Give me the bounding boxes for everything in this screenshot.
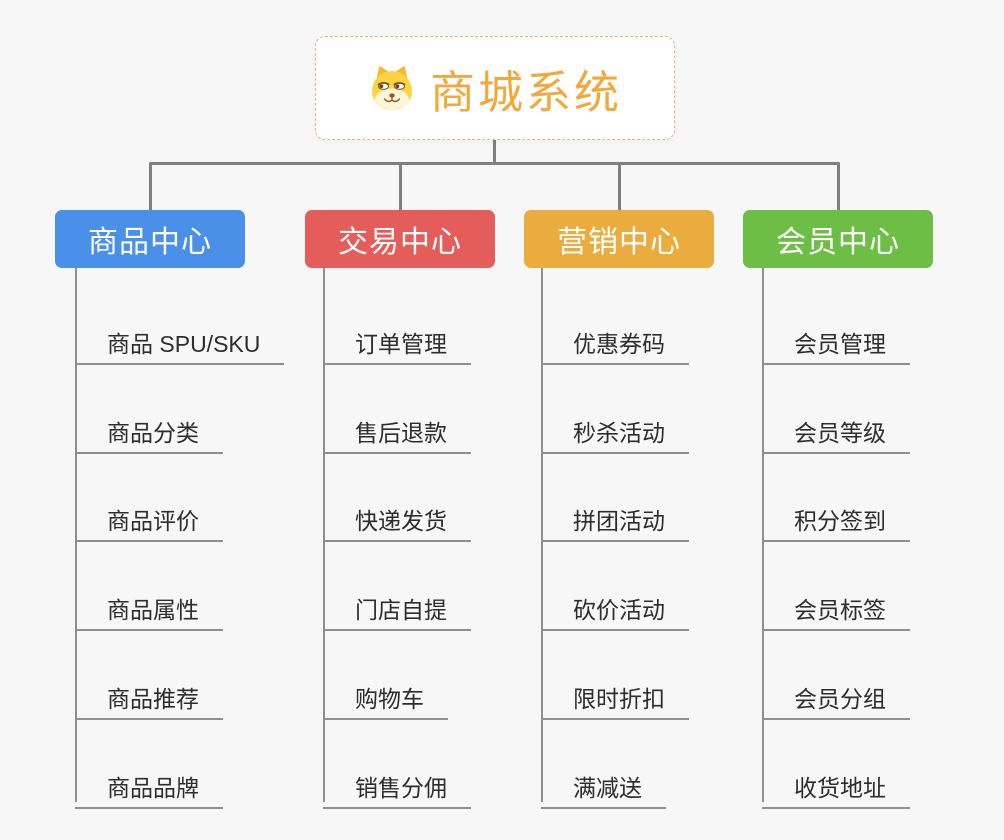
branch-node-member-center[interactable]: 会员中心 (743, 210, 933, 268)
leaf-node[interactable]: 会员管理 (762, 314, 910, 365)
leaf-label: 商品品牌 (107, 775, 199, 801)
leaf-node[interactable]: 销售分佣 (323, 758, 471, 809)
leaf-node[interactable]: 商品评价 (75, 491, 223, 542)
leaf-node[interactable]: 积分签到 (762, 491, 910, 542)
leaf-node[interactable]: 售后退款 (323, 403, 471, 454)
leaf-label: 快递发货 (355, 508, 447, 534)
leaf-label: 满减送 (573, 775, 642, 801)
leaf-label: 商品 SPU/SKU (107, 331, 261, 357)
leaf-node[interactable]: 订单管理 (323, 314, 471, 365)
leaf-node[interactable]: 商品推荐 (75, 669, 223, 720)
leaf-label: 积分签到 (794, 508, 886, 534)
leaf-label: 会员标签 (794, 597, 886, 623)
leaf-label: 优惠券码 (573, 331, 665, 357)
leaf-label: 拼团活动 (573, 508, 665, 534)
leaf-node[interactable]: 门店自提 (323, 580, 471, 631)
connector-drop-product-center (149, 163, 152, 210)
leaf-node[interactable]: 商品分类 (75, 403, 223, 454)
connector-root-stub (493, 140, 496, 164)
branch-node-product-center[interactable]: 商品中心 (55, 210, 245, 268)
branch-children-line-product-center (75, 268, 77, 802)
branch-node-marketing-center[interactable]: 营销中心 (524, 210, 714, 268)
leaf-node[interactable]: 商品品牌 (75, 758, 223, 809)
root-node[interactable]: 商城系统 (315, 36, 675, 140)
connector-drop-trade-center (399, 163, 402, 210)
leaf-node[interactable]: 商品 SPU/SKU (75, 314, 285, 365)
leaf-label: 订单管理 (355, 331, 447, 357)
branch-node-trade-center[interactable]: 交易中心 (305, 210, 495, 268)
leaf-node[interactable]: 收货地址 (762, 758, 910, 809)
branch-label: 营销中心 (557, 226, 681, 259)
leaf-label: 商品分类 (107, 420, 199, 446)
leaf-label: 售后退款 (355, 420, 447, 446)
leaf-label: 门店自提 (355, 597, 447, 623)
connector-drop-member-center (837, 163, 840, 210)
branch-children-line-marketing-center (541, 268, 543, 802)
leaf-node[interactable]: 购物车 (323, 669, 448, 720)
branch-label: 会员中心 (776, 226, 900, 259)
connector-drop-marketing-center (618, 163, 621, 210)
branch-children-line-trade-center (323, 268, 325, 802)
branch-label: 商品中心 (88, 226, 212, 259)
leaf-node[interactable]: 拼团活动 (541, 491, 689, 542)
doge-icon (371, 66, 412, 111)
branch-label: 交易中心 (338, 226, 462, 259)
leaf-node[interactable]: 商品属性 (75, 580, 223, 631)
leaf-label: 限时折扣 (573, 686, 665, 712)
leaf-node[interactable]: 会员等级 (762, 403, 910, 454)
branch-children-line-member-center (762, 268, 764, 802)
leaf-label: 会员管理 (794, 331, 886, 357)
leaf-node[interactable]: 快递发货 (323, 491, 471, 542)
leaf-node[interactable]: 满减送 (541, 758, 666, 809)
leaf-node[interactable]: 优惠券码 (541, 314, 689, 365)
leaf-label: 销售分佣 (355, 775, 447, 801)
connector-horizontal-rail (149, 162, 840, 165)
leaf-label: 商品评价 (107, 508, 199, 534)
leaf-label: 商品属性 (107, 597, 199, 623)
leaf-label: 购物车 (355, 686, 424, 712)
leaf-node[interactable]: 会员标签 (762, 580, 910, 631)
leaf-node[interactable]: 秒杀活动 (541, 403, 689, 454)
leaf-label: 商品推荐 (107, 686, 199, 712)
leaf-label: 秒杀活动 (573, 420, 665, 446)
leaf-label: 砍价活动 (573, 597, 665, 623)
leaf-label: 收货地址 (794, 775, 886, 801)
root-title: 商城系统 (429, 66, 622, 118)
leaf-label: 会员分组 (794, 686, 886, 712)
leaf-node[interactable]: 会员分组 (762, 669, 910, 720)
leaf-node[interactable]: 限时折扣 (541, 669, 689, 720)
leaf-node[interactable]: 砍价活动 (541, 580, 689, 631)
leaf-label: 会员等级 (794, 420, 886, 446)
